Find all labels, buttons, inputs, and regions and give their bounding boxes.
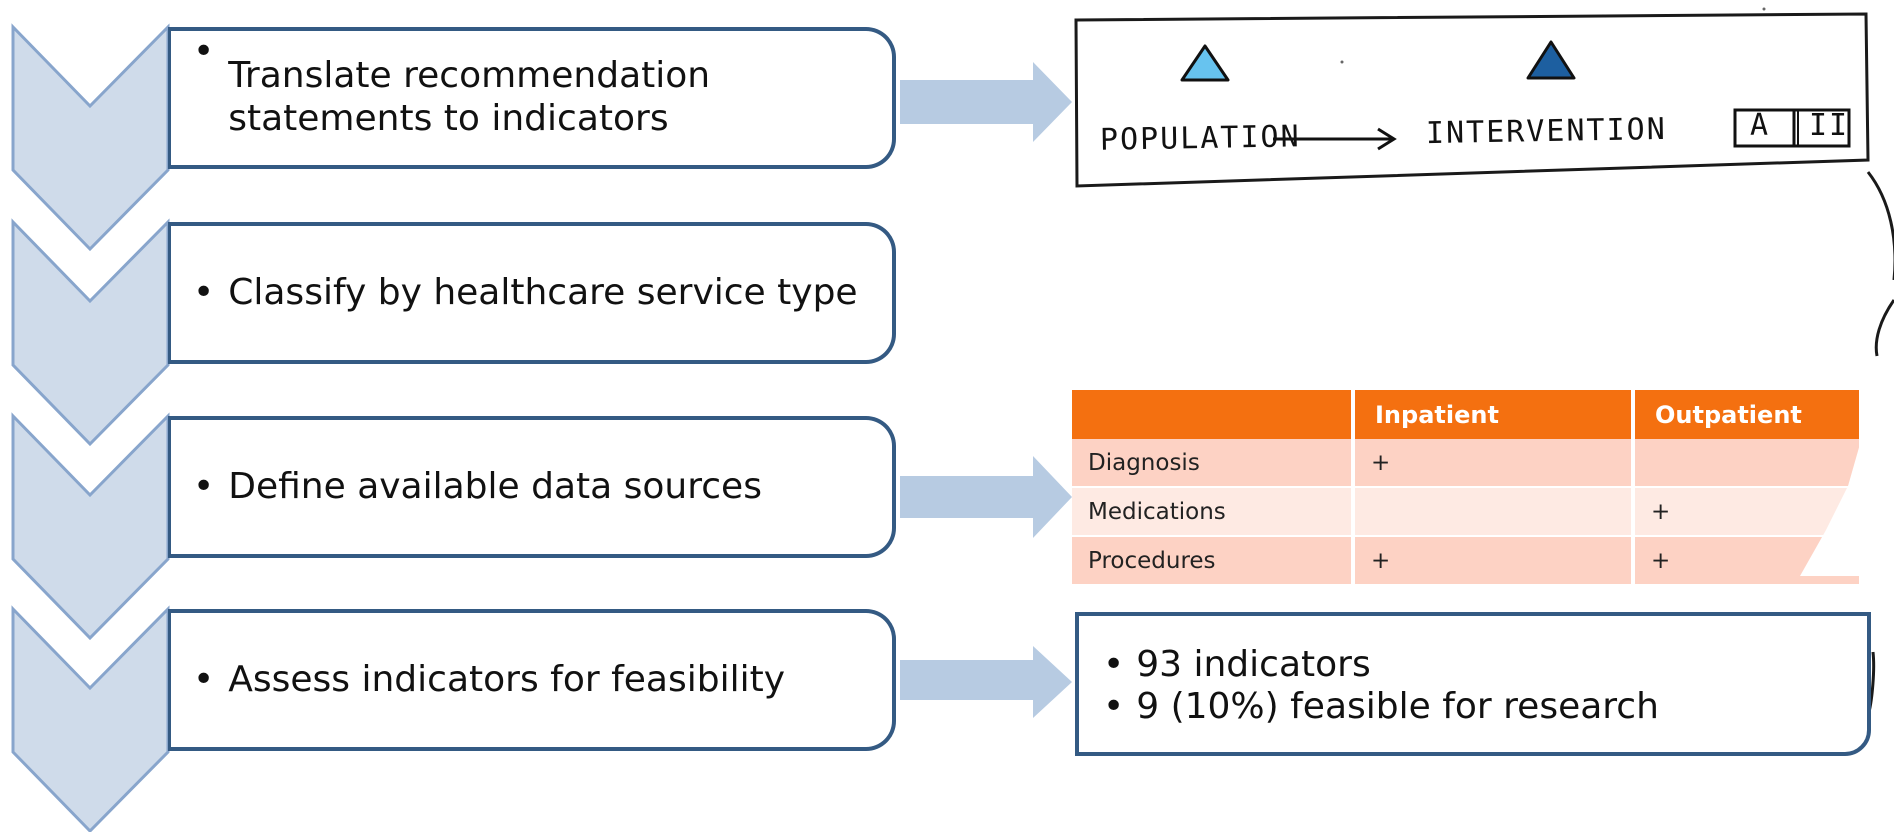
table-row: Medications + <box>1072 488 1859 537</box>
result-line: •93 indicators <box>1103 644 1371 685</box>
chevron-1 <box>11 23 170 252</box>
population-label: POPULATION <box>1099 119 1301 158</box>
arrow-to-sketch <box>900 62 1072 142</box>
results-box: •93 indicators •9 (10%) feasible for res… <box>1075 612 1871 756</box>
grade-box <box>1733 108 1851 148</box>
bullet-icon: • <box>193 465 215 507</box>
chevron-3 <box>11 412 170 641</box>
inpatient-cell <box>1355 488 1631 537</box>
step-define-sources: • Define available data sources <box>168 416 896 558</box>
sketch-border <box>1074 12 1870 188</box>
step-classify: • Classify by healthcare service type <box>168 222 896 364</box>
arrow-to-table <box>900 456 1072 538</box>
step-text-line: Define available data sources <box>228 465 762 507</box>
table-row: Diagnosis + <box>1072 439 1859 488</box>
chevron-2 <box>11 218 170 447</box>
row-label: Procedures <box>1072 537 1351 586</box>
triangle-dark-icon <box>1526 40 1576 80</box>
step-translate: • Translate recommendation statements to… <box>168 27 896 169</box>
arrow-to-results <box>900 646 1072 718</box>
outpatient-cell: + <box>1635 488 1859 537</box>
bullet-icon: • <box>193 658 215 700</box>
bullet-icon: • <box>193 31 215 72</box>
bullet-icon: • <box>1103 644 1125 685</box>
data-sources-table: Inpatient Outpatient Diagnosis + Medicat… <box>1072 390 1867 586</box>
table-header-cell: Inpatient <box>1355 390 1631 439</box>
result-line: •9 (10%) feasible for research <box>1103 686 1659 728</box>
outpatient-cell: + <box>1635 537 1859 586</box>
step-text-line: Assess indicators for feasibility <box>228 658 786 700</box>
intervention-label: INTERVENTION <box>1425 111 1668 152</box>
chevron-4 <box>11 605 170 832</box>
side-connector <box>1866 171 1894 713</box>
step-text-line: Translate recommendation <box>228 55 711 97</box>
table-header-row: Inpatient Outpatient <box>1072 390 1859 439</box>
row-label: Medications <box>1072 488 1351 537</box>
step-text-line: statements to indicators <box>228 98 669 139</box>
bullet-icon: • <box>193 271 215 313</box>
table-header-cell <box>1072 390 1351 439</box>
step-assess: • Assess indicators for feasibility <box>168 609 896 751</box>
sketch-panel <box>1074 7 1870 188</box>
row-label: Diagnosis <box>1072 439 1351 488</box>
step-text-line: Classify by healthcare service type <box>228 271 858 313</box>
table-row: Procedures + + <box>1072 537 1859 586</box>
grade-letter: A <box>1750 108 1771 143</box>
inpatient-cell: + <box>1355 439 1631 488</box>
inpatient-cell: + <box>1355 537 1631 586</box>
table-header-cell: Outpatient <box>1635 390 1859 439</box>
right-arrow-icon <box>1273 127 1397 151</box>
outpatient-cell <box>1635 439 1859 488</box>
triangle-light-icon <box>1180 44 1230 82</box>
grade-level: II <box>1809 108 1850 143</box>
bullet-icon: • <box>1103 686 1125 728</box>
process-chevrons <box>11 23 170 832</box>
